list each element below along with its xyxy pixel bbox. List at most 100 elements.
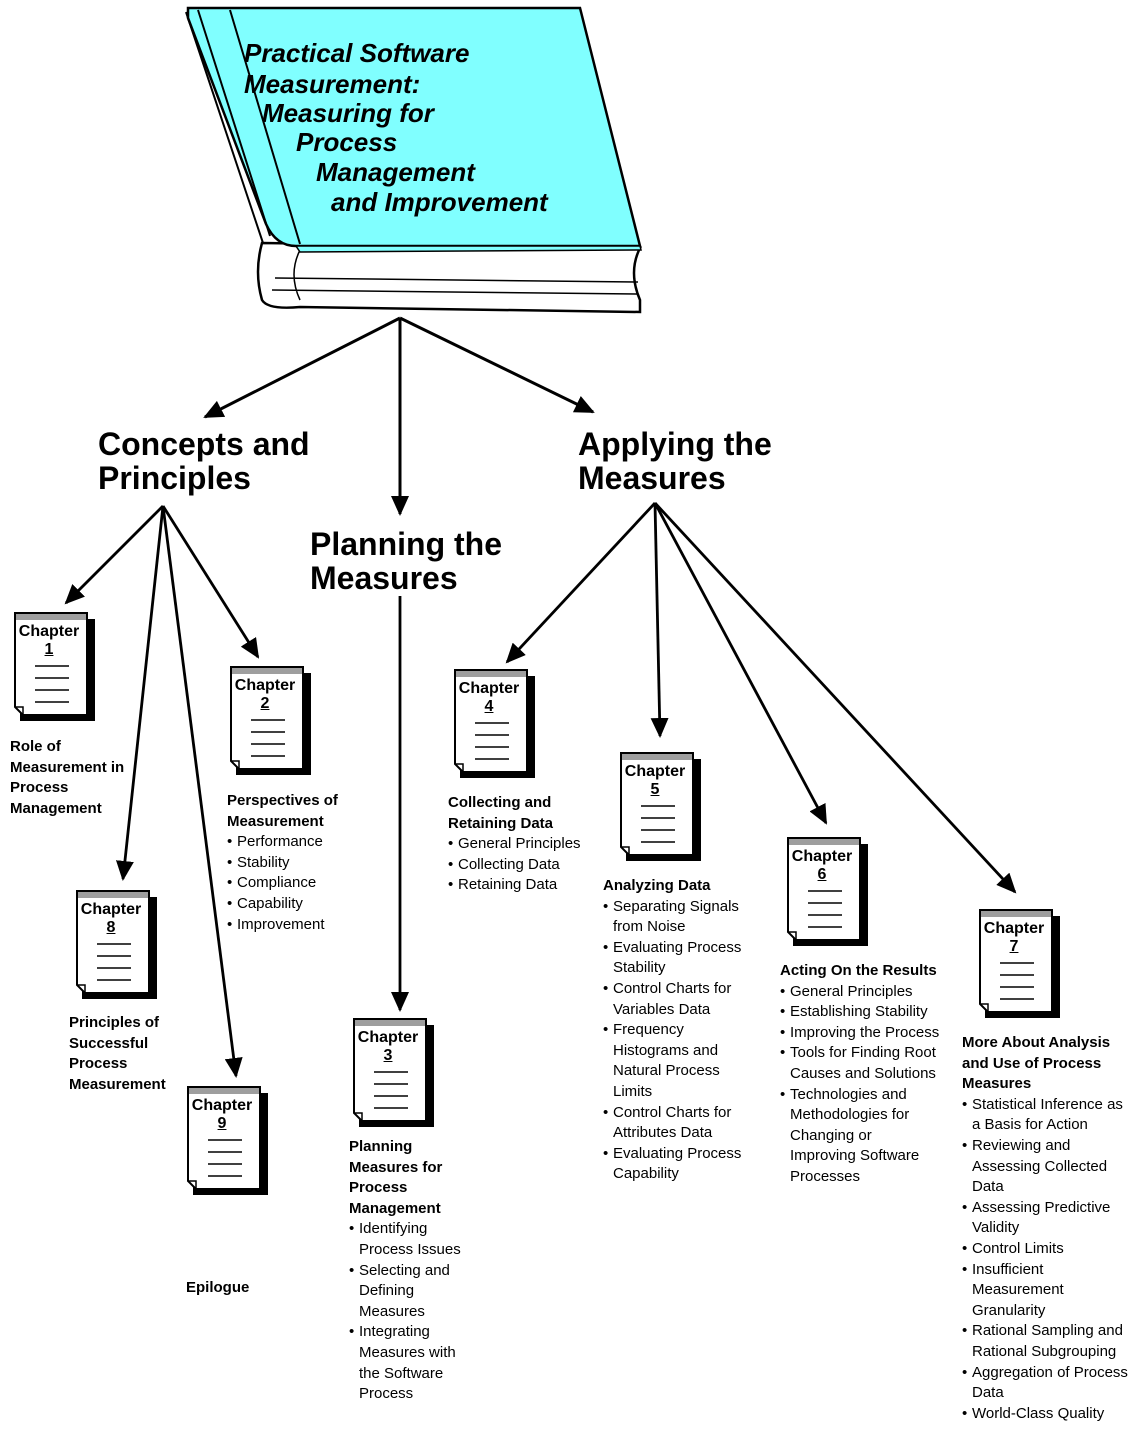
chapter-topic-item: Tools for Finding Root Causes and Soluti… (780, 1043, 940, 1084)
chapter-topic-item: Rational Sampling and Rational Subgroupi… (962, 1321, 1134, 1362)
chapter-topic-list: PerformanceStabilityComplianceCapability… (227, 832, 367, 935)
chapter-topic-item: Establishing Stability (780, 1002, 940, 1023)
book-pages (256, 241, 643, 314)
chapter-topic-item: Compliance (227, 873, 367, 894)
chapter-topic-item: Aggregation of Process Data (962, 1363, 1134, 1404)
chapter-topic-item: General Principles (780, 982, 940, 1003)
chapter-topic-item: Stability (227, 853, 367, 874)
chapter-topic-item: Separating Signals from Noise (603, 897, 748, 938)
section-planning-line-2: Measures (310, 560, 458, 596)
chapter-title: Perspectives of Measurement (227, 792, 338, 830)
section-concepts-line-1: Concepts and (98, 426, 310, 462)
chapter-topic-item: Insufficient Measurement Granularity (962, 1260, 1134, 1322)
chapter-number: 9 (217, 1115, 227, 1132)
chapter-topic-item: Improvement (227, 915, 367, 936)
concepts-arrows (64, 505, 260, 1078)
chapter-topic-item: General Principles (448, 834, 588, 855)
chapter-topic-item: Control Limits (962, 1239, 1134, 1260)
chapter-topic-item: Collecting Data (448, 855, 588, 876)
chapter-label: Chapter (191, 1097, 253, 1114)
chapter-topic-item: Statistical Inference as a Basis for Act… (962, 1095, 1134, 1136)
book-title-line-6: and Improvement (331, 187, 548, 217)
chapter-topic-item: Performance (227, 832, 367, 853)
chapter-label: Chapter (983, 920, 1045, 937)
chapter-3-caption: Planning Measures for Process Management… (349, 1137, 469, 1405)
book-title-line-2: Measurement: (244, 69, 421, 99)
chapter-topic-list: Separating Signals from NoiseEvaluating … (603, 897, 748, 1185)
chapter-label: Chapter (791, 848, 853, 865)
section-applying-line-1: Applying the (578, 426, 772, 462)
chapter-topic-list: Identifying Process IssuesSelecting and … (349, 1219, 469, 1404)
chapter-topic-item: Frequency Histograms and Natural Process… (603, 1020, 748, 1102)
chapter-topic-list: General PrinciplesEstablishing Stability… (780, 982, 940, 1188)
chapter-6-caption: Acting On the ResultsGeneral PrinciplesE… (780, 961, 940, 1188)
chapter-4-caption: Collecting and Retaining DataGeneral Pri… (448, 793, 588, 896)
chapter-9-caption: Epilogue (186, 1278, 286, 1299)
section-applying-line-2: Measures (578, 460, 726, 496)
book-title-line-3: Measuring for (262, 98, 434, 128)
chapter-7-caption: More About Analysis and Use of Process M… (962, 1033, 1134, 1424)
chapter-topic-item: Evaluating Process Stability (603, 938, 748, 979)
chapter-title: Role of Measurement in Process Managemen… (10, 738, 125, 817)
chapter-1-caption: Role of Measurement in Process Managemen… (10, 737, 128, 819)
chapter-number: 4 (484, 698, 494, 715)
book-title-line-4: Process (296, 127, 398, 157)
applying-arrows (505, 502, 1017, 894)
chapter-label: Chapter (624, 763, 686, 780)
chapter-topic-item: Identifying Process Issues (349, 1219, 469, 1260)
book-illustration (185, 6, 643, 314)
chapter-title: Epilogue (186, 1279, 250, 1296)
book-title-line-1: Practical Software (244, 38, 470, 68)
chapter-topic-item: Evaluating Process Capability (603, 1144, 748, 1185)
chapter-5-caption: Analyzing DataSeparating Signals from No… (603, 876, 748, 1185)
chapter-number: 5 (650, 781, 660, 798)
chapter-topic-item: Control Charts for Attributes Data (603, 1103, 748, 1144)
section-planning-line-1: Planning the (310, 526, 502, 562)
chapter-number: 3 (383, 1047, 393, 1064)
chapter-label: Chapter (458, 680, 520, 697)
chapter-label: Chapter (18, 623, 80, 640)
chapter-number: 7 (1009, 938, 1019, 955)
chapter-title: More About Analysis and Use of Process M… (962, 1034, 1111, 1093)
chapter-number: 6 (817, 866, 827, 883)
chapter-label: Chapter (80, 901, 142, 918)
book-spine-line (185, 9, 271, 244)
chapter-number: 2 (260, 695, 270, 712)
chapter-title: Acting On the Results (780, 962, 937, 979)
chapter-topic-item: Integrating Measures with the Software P… (349, 1322, 469, 1404)
chapter-number: 1 (44, 641, 54, 658)
chapter-topic-item: Technologies and Methodologies for Chang… (780, 1085, 940, 1188)
chapter-number: 8 (106, 919, 116, 936)
chapter-title: Collecting and Retaining Data (448, 794, 554, 832)
chapter-topic-item: Selecting and Defining Measures (349, 1261, 469, 1323)
chapter-8-caption: Principles of Successful Process Measure… (69, 1013, 187, 1095)
chapter-topic-item: World-Class Quality (962, 1404, 1134, 1425)
main-arrows (203, 316, 595, 516)
chapter-2-caption: Perspectives of MeasurementPerformanceSt… (227, 791, 367, 935)
chapter-label: Chapter (234, 677, 296, 694)
chapter-topic-list: General PrinciplesCollecting DataRetaini… (448, 834, 588, 896)
chapter-topic-item: Retaining Data (448, 875, 588, 896)
chapter-topic-list: Statistical Inference as a Basis for Act… (962, 1095, 1134, 1425)
chapter-topic-item: Control Charts for Variables Data (603, 979, 748, 1020)
chapter-title: Analyzing Data (603, 877, 711, 894)
chapter-topic-item: Capability (227, 894, 367, 915)
section-concepts-line-2: Principles (98, 460, 251, 496)
chapter-topic-item: Improving the Process (780, 1023, 940, 1044)
chapter-topic-item: Reviewing and Assessing Collected Data (962, 1136, 1134, 1198)
chapter-topic-item: Assessing Predictive Validity (962, 1198, 1134, 1239)
book-title-line-5: Management (316, 157, 475, 187)
chapter-title: Planning Measures for Process Management (349, 1138, 443, 1217)
chapter-title: Principles of Successful Process Measure… (69, 1014, 166, 1093)
book-cover-bottom (294, 245, 642, 253)
